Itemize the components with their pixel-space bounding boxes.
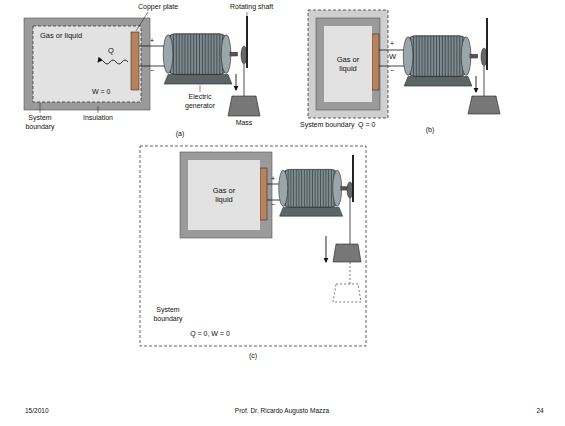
footer-author: Prof. Dr. Ricardo Augusto Mazza bbox=[235, 407, 329, 416]
mass bbox=[333, 244, 361, 262]
rope bbox=[244, 64, 245, 96]
tank-label: Gas or liquid bbox=[333, 55, 363, 73]
copper-plate bbox=[372, 34, 379, 90]
tank-label: Gas or liquid bbox=[40, 31, 124, 40]
leader-line bbox=[247, 12, 248, 16]
electric-generator bbox=[403, 36, 477, 86]
part-label: Copper plate bbox=[138, 3, 178, 12]
motion-arrow bbox=[236, 74, 237, 90]
wire bbox=[379, 66, 406, 67]
electric-generator bbox=[163, 34, 237, 84]
part-label: System boundary bbox=[18, 114, 62, 131]
rotating-shaft bbox=[246, 16, 248, 68]
work-symbol: W bbox=[389, 53, 396, 62]
insulation bbox=[316, 18, 380, 110]
copper-plate bbox=[260, 168, 267, 220]
panel-c bbox=[140, 146, 366, 346]
leader-line bbox=[40, 103, 41, 113]
system-boundary bbox=[140, 146, 366, 346]
insulation bbox=[24, 18, 150, 110]
condition-label: Q = 0, W = 0 bbox=[190, 330, 230, 339]
wire bbox=[139, 46, 166, 47]
leader-line bbox=[136, 12, 148, 31]
terminal-sign: − bbox=[150, 67, 154, 76]
fluid-tank: Gas or liquid bbox=[34, 27, 130, 101]
part-label: System boundary bbox=[146, 306, 190, 323]
tank-label: Gas or liquid bbox=[209, 186, 239, 204]
panel-letter: (c) bbox=[249, 352, 257, 361]
terminal-sign: + bbox=[271, 175, 275, 184]
page-number: 24 bbox=[536, 407, 543, 416]
motion-arrow bbox=[476, 76, 477, 92]
electric-generator bbox=[279, 169, 348, 216]
leader-line bbox=[98, 106, 99, 113]
system-boundary bbox=[33, 26, 141, 102]
panel-letter: (b) bbox=[426, 126, 435, 135]
wire bbox=[379, 50, 406, 51]
wire bbox=[139, 66, 166, 67]
work-value: W = 0 bbox=[92, 88, 110, 97]
heat-value: Q = 0 bbox=[358, 121, 375, 130]
mass bbox=[468, 96, 500, 114]
part-label: System boundary bbox=[300, 121, 354, 130]
panel-letter: (a) bbox=[176, 130, 185, 139]
mass-final-position bbox=[333, 284, 361, 302]
heat-symbol: Q bbox=[108, 47, 114, 56]
copper-plate bbox=[131, 32, 139, 90]
part-label: Rotating shaft bbox=[230, 3, 273, 12]
rotating-shaft bbox=[352, 155, 354, 202]
mass bbox=[228, 96, 260, 116]
motion-arrow bbox=[326, 236, 327, 262]
part-label: Mass bbox=[236, 119, 253, 128]
terminal-sign: + bbox=[150, 37, 154, 46]
leader-line bbox=[200, 85, 201, 92]
terminal-sign: − bbox=[390, 67, 394, 76]
panel-b bbox=[308, 10, 500, 118]
rope bbox=[350, 198, 351, 244]
terminal-sign: − bbox=[271, 201, 275, 210]
fluid-tank: Gas or liquid bbox=[188, 160, 260, 230]
panel-a bbox=[24, 12, 260, 116]
system-boundary bbox=[308, 10, 388, 118]
rope-dashed bbox=[350, 262, 351, 284]
rotating-shaft bbox=[486, 18, 488, 70]
heat-arrow bbox=[98, 60, 128, 64]
insulation bbox=[180, 152, 272, 238]
part-label: Electric generator bbox=[179, 93, 221, 110]
footer-date: 15/2010 bbox=[25, 407, 49, 416]
part-label: Insulation bbox=[83, 114, 113, 123]
rope bbox=[484, 66, 485, 96]
terminal-sign: + bbox=[390, 40, 394, 49]
fluid-tank: Gas or liquid bbox=[324, 26, 372, 102]
